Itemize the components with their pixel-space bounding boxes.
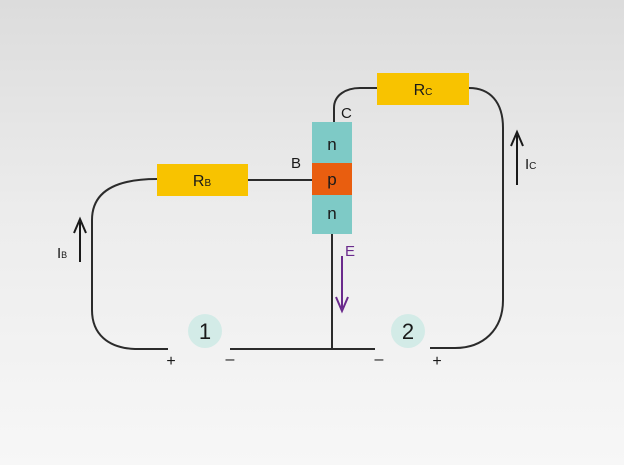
collector-n-label: n — [327, 135, 336, 154]
collector-current-symbol: I — [525, 156, 529, 173]
base-p-label: p — [327, 170, 336, 189]
collector-current-label: IC — [525, 156, 536, 173]
circuit-wires — [91, 87, 504, 350]
base-loop-wire — [91, 178, 168, 350]
collector-loop-wire — [430, 87, 504, 349]
voltage-source-2: 2 – + — [375, 314, 442, 370]
base-p-layer — [312, 163, 352, 195]
source-1-negative: – — [226, 351, 235, 368]
base-resistor-label: R — [193, 173, 205, 190]
base-resistor: RB — [157, 164, 248, 196]
base-current-symbol: I — [57, 245, 61, 262]
npn-transistor: n p n — [312, 122, 352, 234]
collector-lead-wire — [333, 87, 377, 122]
collector-terminal-label: C — [341, 105, 352, 122]
source-2-positive: + — [432, 353, 441, 370]
collector-resistor: RC — [377, 73, 469, 105]
base-current-label: IB — [57, 245, 67, 262]
emitter-current-arrow — [335, 256, 349, 314]
emitter-n-label: n — [327, 204, 336, 223]
svg-text:RB: RB — [193, 173, 212, 190]
base-current-arrow — [73, 216, 87, 262]
emitter-terminal-label: E — [345, 243, 355, 260]
collector-current-arrow — [510, 129, 524, 185]
source-1-number: 1 — [199, 319, 211, 344]
collector-resistor-sub: C — [425, 87, 432, 98]
collector-n-layer — [312, 122, 352, 163]
source-2-number: 2 — [402, 319, 414, 344]
collector-current-sub: C — [529, 161, 536, 172]
source-1-positive: + — [166, 353, 175, 370]
base-terminal-label: B — [291, 155, 301, 172]
emitter-n-layer — [312, 195, 352, 234]
source-2-negative: – — [375, 351, 384, 368]
base-resistor-sub: B — [204, 178, 211, 189]
voltage-source-1: 1 + – — [166, 314, 235, 370]
collector-resistor-label: R — [414, 82, 426, 99]
base-current-sub: B — [61, 250, 67, 260]
svg-text:RC: RC — [414, 82, 433, 99]
